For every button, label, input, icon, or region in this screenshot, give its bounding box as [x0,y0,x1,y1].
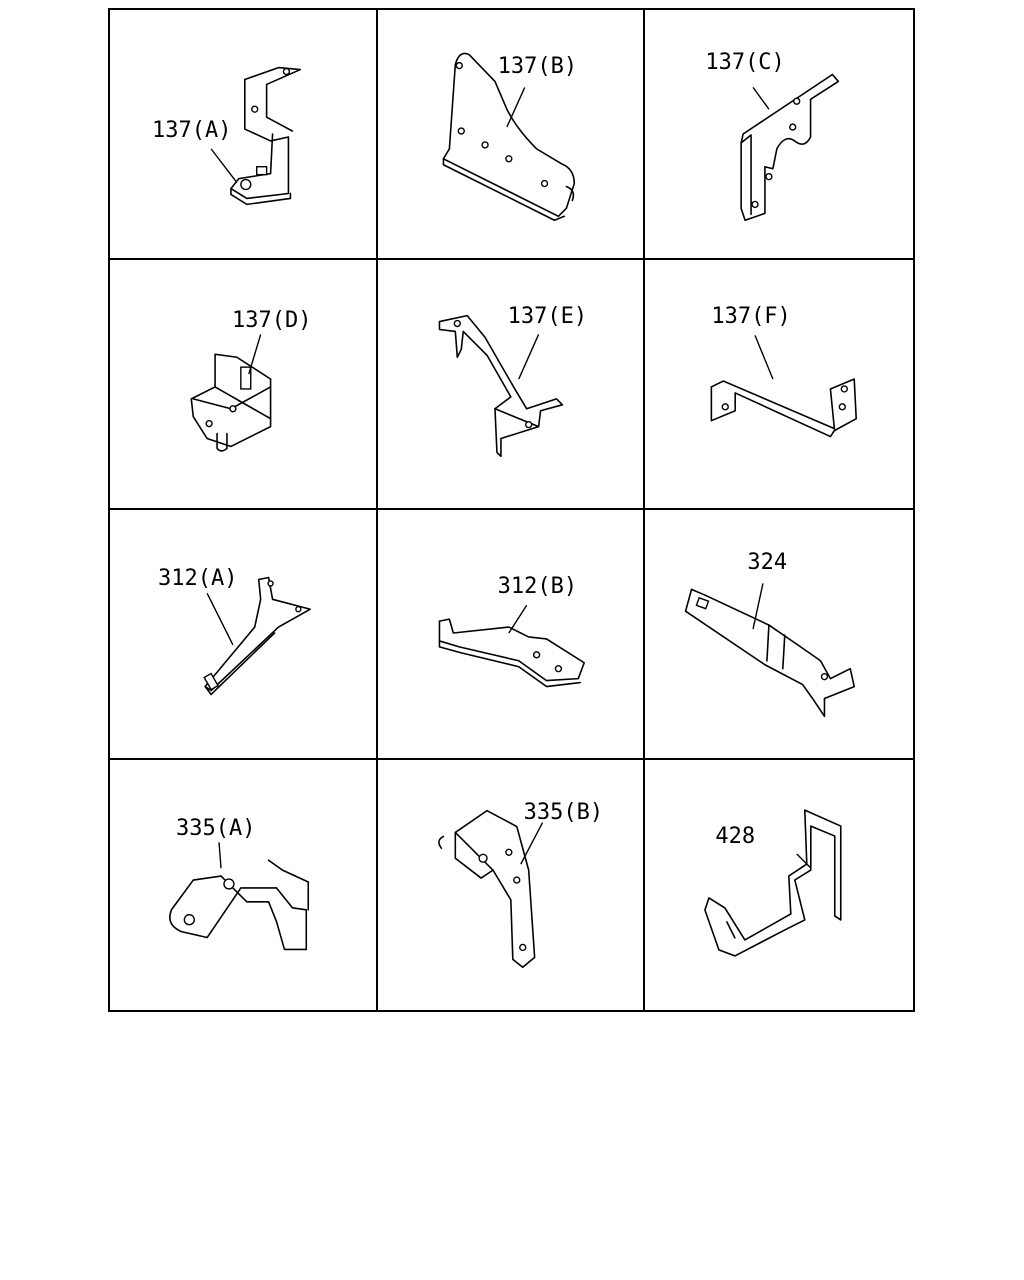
bracket-335a-drawing [169,842,310,951]
part-label-137b: 137(B) [497,54,578,79]
part-label-137f: 137(F) [711,304,791,329]
cell-137f: 137(F) [645,260,913,510]
cell-312b: 312(B) [377,510,646,760]
cell-312a: 312(A) [110,510,378,760]
cell-335b: 335(B) [378,760,646,1010]
part-label-312b: 312(B) [497,574,578,599]
bracket-312a-drawing [203,576,312,696]
bracket-137b-drawing [442,52,575,222]
part-label-335a: 335(A) [176,816,256,841]
cell-324: 324 [645,510,913,760]
bracket-137a-drawing [210,66,302,206]
bracket-324-drawing [685,583,856,718]
bracket-312b-drawing [438,604,585,688]
bracket-137d-drawing [190,334,272,452]
part-label-137d: 137(D) [232,308,312,333]
bracket-428-drawing [704,809,842,957]
part-label-137e: 137(E) [507,304,588,329]
bracket-137e-drawing [438,314,563,458]
part-label-428: 428 [715,824,756,849]
part-label-312a: 312(A) [158,566,238,591]
cell-137b: 137(B) [377,10,646,260]
cell-137e: 137(E) [377,260,646,510]
part-label-137a: 137(A) [152,118,232,143]
part-label-137c: 137(C) [705,50,785,75]
part-label-324: 324 [747,550,788,575]
cell-428: 428 [645,760,913,1010]
parts-grid: 137(A) 137(B) 137(C) [108,8,915,1012]
bracket-335b-drawing [437,809,543,969]
cell-137c: 137(C) [645,10,913,260]
cell-335a: 335(A) [110,760,378,1010]
cell-137a: 137(A) [110,10,378,260]
bracket-137f-drawing [710,335,858,438]
part-label-335b: 335(B) [523,800,604,825]
cell-137d: 137(D) [110,260,378,510]
bracket-137c-drawing [740,73,840,222]
